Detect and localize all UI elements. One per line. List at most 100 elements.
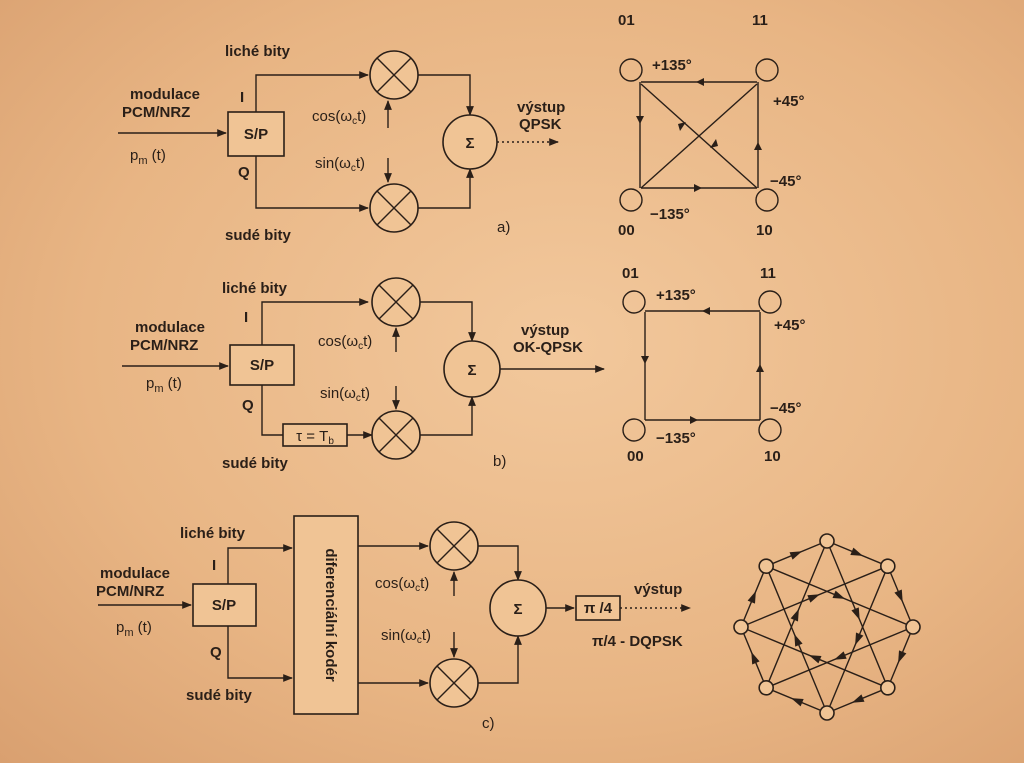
coder-label: diferenciální kodér xyxy=(322,548,339,682)
constellation-state xyxy=(758,558,774,574)
sum-symbol: Σ xyxy=(467,362,476,379)
even-bits-label: sudé bity xyxy=(186,687,253,704)
output-label-1: výstup xyxy=(517,99,565,116)
arrowhead xyxy=(791,698,804,707)
input-label-2: PCM/NRZ xyxy=(96,583,164,600)
multiplier-bottom xyxy=(429,658,479,708)
phase-plus135: +135° xyxy=(652,57,692,74)
sum-symbol: Σ xyxy=(465,135,474,152)
state-10-label: 10 xyxy=(764,448,781,465)
state-11 xyxy=(758,290,782,314)
output-label-2: QPSK xyxy=(519,116,562,133)
odd-bits-label: liché bity xyxy=(222,280,288,297)
multiplier-bottom xyxy=(371,410,421,460)
signal-label: pm (t) xyxy=(130,147,166,167)
state-10-label: 10 xyxy=(756,222,773,239)
diag-2 xyxy=(640,83,758,189)
phase-minus45: −45° xyxy=(770,173,801,190)
state-11-label: 11 xyxy=(752,12,768,29)
state-11-label: 11 xyxy=(760,265,776,282)
sp-label: S/P xyxy=(244,126,268,143)
phase-minus45: −45° xyxy=(770,400,801,417)
state-01-label: 01 xyxy=(618,12,635,29)
state-00 xyxy=(619,188,643,212)
constellation-b: 01 11 00 10 +135° +45° −45° −135° xyxy=(622,265,805,465)
diagram-label-b: b) xyxy=(493,453,506,470)
differential-coder-block xyxy=(293,515,359,715)
sin-label: sin(ωct) xyxy=(320,385,370,404)
odd-bits-label: liché bity xyxy=(180,525,246,542)
odd-bits-label: liché bity xyxy=(225,43,291,60)
top-to-sum xyxy=(418,74,474,116)
diagram-b: liché bity modulace PCM/NRZ pm (t) S/P I… xyxy=(122,265,805,472)
i-line xyxy=(227,544,293,584)
constellation-state xyxy=(880,558,896,574)
arrowhead xyxy=(641,356,649,364)
arrowhead xyxy=(850,547,863,556)
state-11 xyxy=(755,58,779,82)
arrowhead xyxy=(834,651,847,660)
delay-label: τ = Tb xyxy=(296,428,334,447)
bottom-to-sum xyxy=(420,396,476,436)
sin-label: sin(ωct) xyxy=(381,627,431,646)
arrowhead xyxy=(794,634,803,647)
state-00-label: 00 xyxy=(627,448,644,465)
arrowhead xyxy=(751,651,760,665)
constellation-state xyxy=(880,680,896,696)
arrowhead xyxy=(898,650,907,663)
diagram-c: liché bity modulace PCM/NRZ pm (t) S/P I… xyxy=(96,515,921,732)
diagram-label-a: a) xyxy=(497,219,510,236)
cos-label: cos(ωct) xyxy=(375,575,429,594)
constellation-state xyxy=(905,619,921,635)
arrowhead xyxy=(894,589,903,603)
arrowhead xyxy=(754,142,762,150)
cos-label: cos(ωct) xyxy=(312,108,366,127)
state-10 xyxy=(758,418,782,442)
input-label-1: modulace xyxy=(100,565,170,582)
phase-plus135: +135° xyxy=(656,287,696,304)
arrowhead xyxy=(710,139,718,148)
sin-label: sin(ωct) xyxy=(315,155,365,174)
multiplier-top xyxy=(371,277,421,327)
arrowhead xyxy=(832,590,846,599)
constellation-state xyxy=(819,533,835,549)
constellation-state xyxy=(758,680,774,696)
arrowhead xyxy=(851,607,860,620)
state-00 xyxy=(622,418,646,442)
i-label: I xyxy=(244,309,248,326)
q-label: Q xyxy=(238,164,250,181)
phase-label: π /4 xyxy=(584,600,613,617)
multiplier-top xyxy=(429,521,479,571)
arrowhead xyxy=(808,655,822,664)
state-00-label: 00 xyxy=(618,222,635,239)
arrowhead xyxy=(790,608,799,622)
even-bits-label-visible: sudé bity xyxy=(225,227,292,244)
arrowhead xyxy=(789,551,803,560)
arrowhead xyxy=(636,116,644,124)
top-to-sum xyxy=(478,545,522,581)
arrowhead xyxy=(851,694,865,703)
q-line xyxy=(261,385,283,436)
arrowhead xyxy=(807,594,820,603)
output-label-1: výstup xyxy=(634,581,682,598)
arrowhead xyxy=(756,364,764,372)
state-01 xyxy=(622,290,646,314)
phase-minus135: −135° xyxy=(656,430,696,447)
sp-block xyxy=(192,583,257,627)
input-label-2: PCM/NRZ xyxy=(130,337,198,354)
q-line xyxy=(255,156,369,212)
input-label-2: PCM/NRZ xyxy=(122,104,190,121)
q-label: Q xyxy=(242,397,254,414)
phase-plus45: +45° xyxy=(774,317,805,334)
state-01 xyxy=(619,58,643,82)
output-label-2: OK-QPSK xyxy=(513,339,583,356)
multiplier-top xyxy=(369,50,419,100)
constellation-state xyxy=(733,619,749,635)
i-line xyxy=(255,71,369,112)
i-line xyxy=(261,298,369,345)
cos-label: cos(ωct) xyxy=(318,333,372,352)
q-label: Q xyxy=(210,644,222,661)
state-01-label: 01 xyxy=(622,265,639,282)
